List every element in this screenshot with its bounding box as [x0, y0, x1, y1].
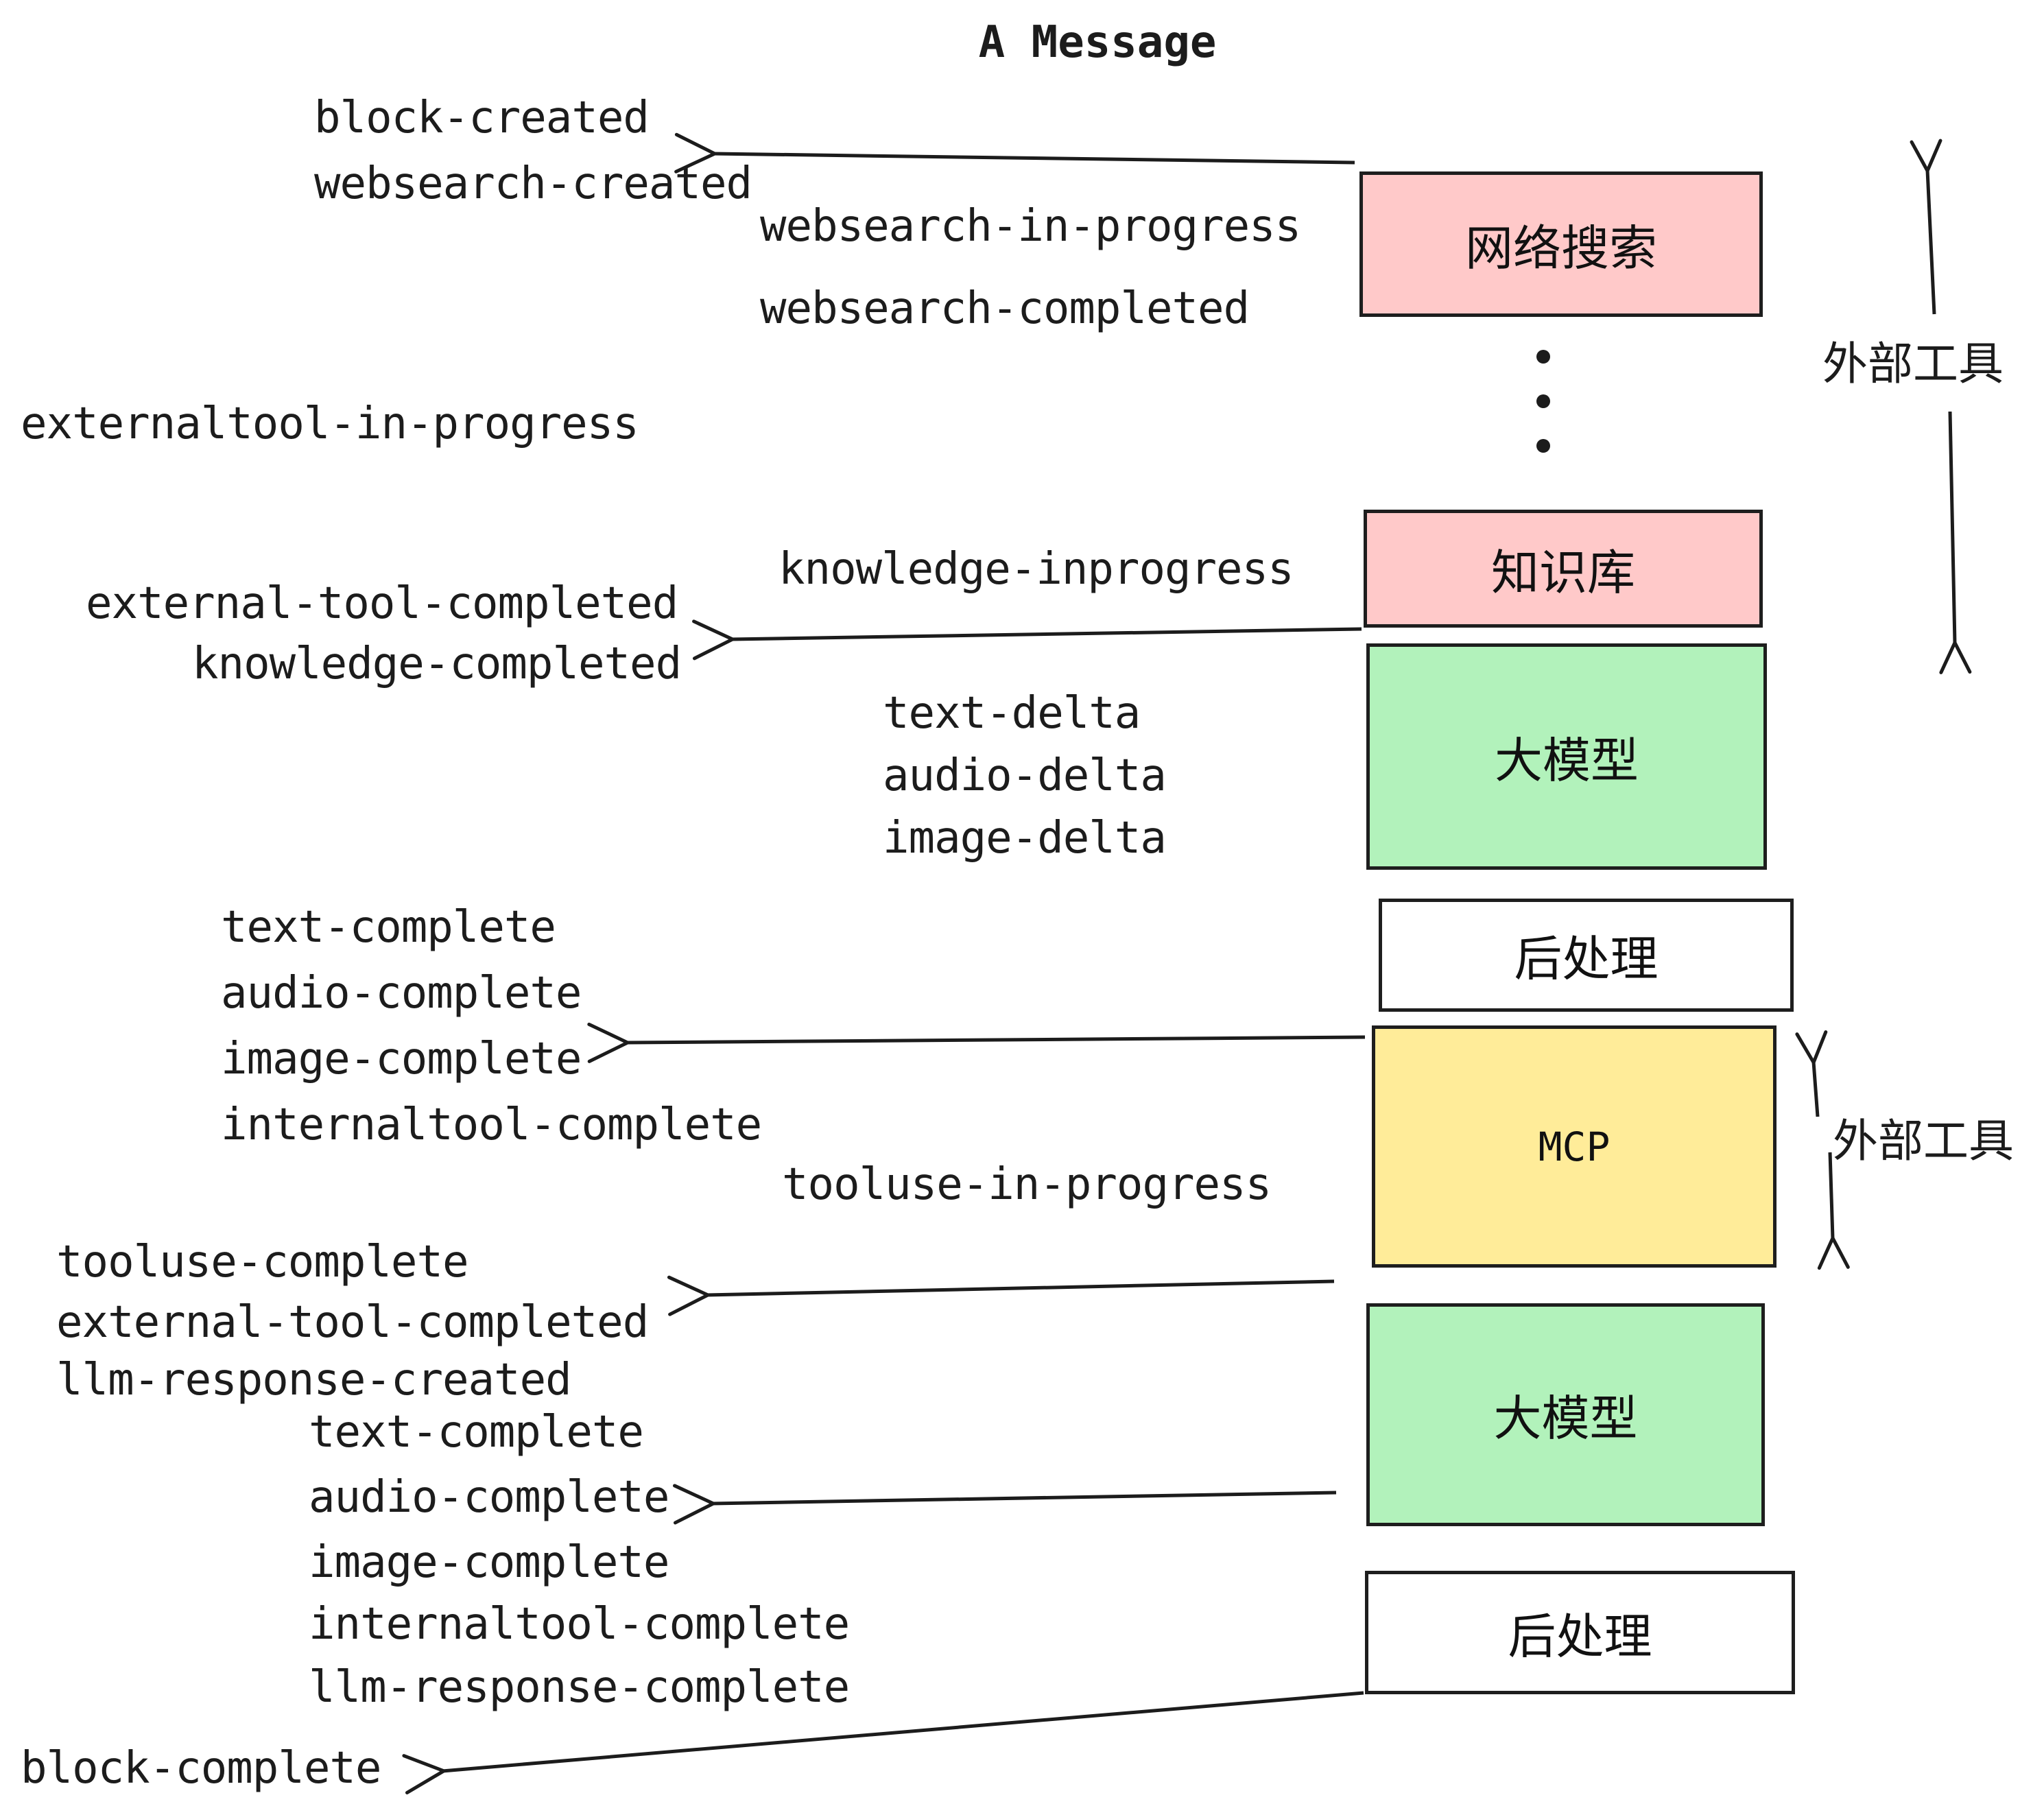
event-image-complete-1: image-complete — [221, 1034, 582, 1084]
arrow-external-tools-up — [1910, 139, 1942, 315]
node-knowledge-box: 知识库 — [1364, 510, 1763, 628]
event-llm-response-created: llm-response-created — [56, 1355, 572, 1405]
node-postprocess-box-2: 后处理 — [1365, 1571, 1795, 1694]
event-llm-response-complete: llm-response-complete — [309, 1662, 850, 1713]
event-knowledge-inprogress: knowledge-inprogress — [779, 544, 1294, 595]
event-external-tool-completed-1: external-tool-completed — [86, 578, 678, 629]
arrow-audio-complete — [673, 1484, 1337, 1525]
arrow-image-complete — [587, 1022, 1366, 1063]
event-externaltool-in-progress: externaltool-in-progress — [21, 399, 639, 449]
node-llm-box-1: 大模型 — [1366, 643, 1767, 870]
event-image-delta-1: image-delta — [883, 813, 1167, 864]
event-internaltool-complete-1: internaltool-complete — [221, 1100, 762, 1150]
node-llm-box-2: 大模型 — [1366, 1303, 1765, 1526]
external-tools-label-2: 外部工具 — [1833, 1115, 2014, 1166]
arrow-mcp-external-down — [1817, 1152, 1850, 1270]
arrow-knowledge-completed — [692, 619, 1362, 661]
event-external-tool-completed-2: external-tool-completed — [56, 1297, 649, 1348]
diagram-title: A Message — [978, 17, 1217, 68]
arrow-tooluse-complete — [667, 1275, 1335, 1316]
arrow-mcp-external-up — [1795, 1030, 1828, 1117]
event-websearch-completed: websearch-completed — [760, 283, 1250, 334]
event-audio-delta-1: audio-delta — [883, 750, 1167, 801]
event-audio-complete-2: audio-complete — [309, 1472, 669, 1523]
ellipsis-dots — [1536, 350, 1550, 453]
event-tooluse-in-progress: tooluse-in-progress — [782, 1159, 1272, 1210]
event-image-complete-2: image-complete — [309, 1537, 669, 1588]
node-mcp-box: MCP — [1372, 1025, 1776, 1268]
event-tooluse-complete: tooluse-complete — [56, 1237, 468, 1287]
arrow-block-created — [674, 132, 1355, 174]
event-text-complete-1: text-complete — [221, 902, 556, 953]
node-postprocess-box-1: 后处理 — [1379, 899, 1794, 1012]
event-internaltool-complete-2: internaltool-complete — [309, 1599, 850, 1650]
event-audio-complete-1: audio-complete — [221, 968, 582, 1019]
event-knowledge-completed: knowledge-completed — [192, 639, 682, 689]
arrow-block-complete — [402, 1691, 1364, 1794]
external-tools-label-1: 外部工具 — [1822, 338, 2004, 389]
event-text-complete-2: text-complete — [309, 1407, 644, 1458]
event-block-complete: block-complete — [21, 1743, 381, 1794]
event-websearch-created: websearch-created — [314, 158, 752, 209]
node-websearch-box: 网络搜索 — [1359, 171, 1763, 317]
arrow-external-tools-down — [1939, 411, 1972, 674]
event-text-delta-1: text-delta — [883, 688, 1141, 739]
event-websearch-in-progress: websearch-in-progress — [760, 201, 1301, 252]
event-block-created: block-created — [314, 93, 650, 143]
